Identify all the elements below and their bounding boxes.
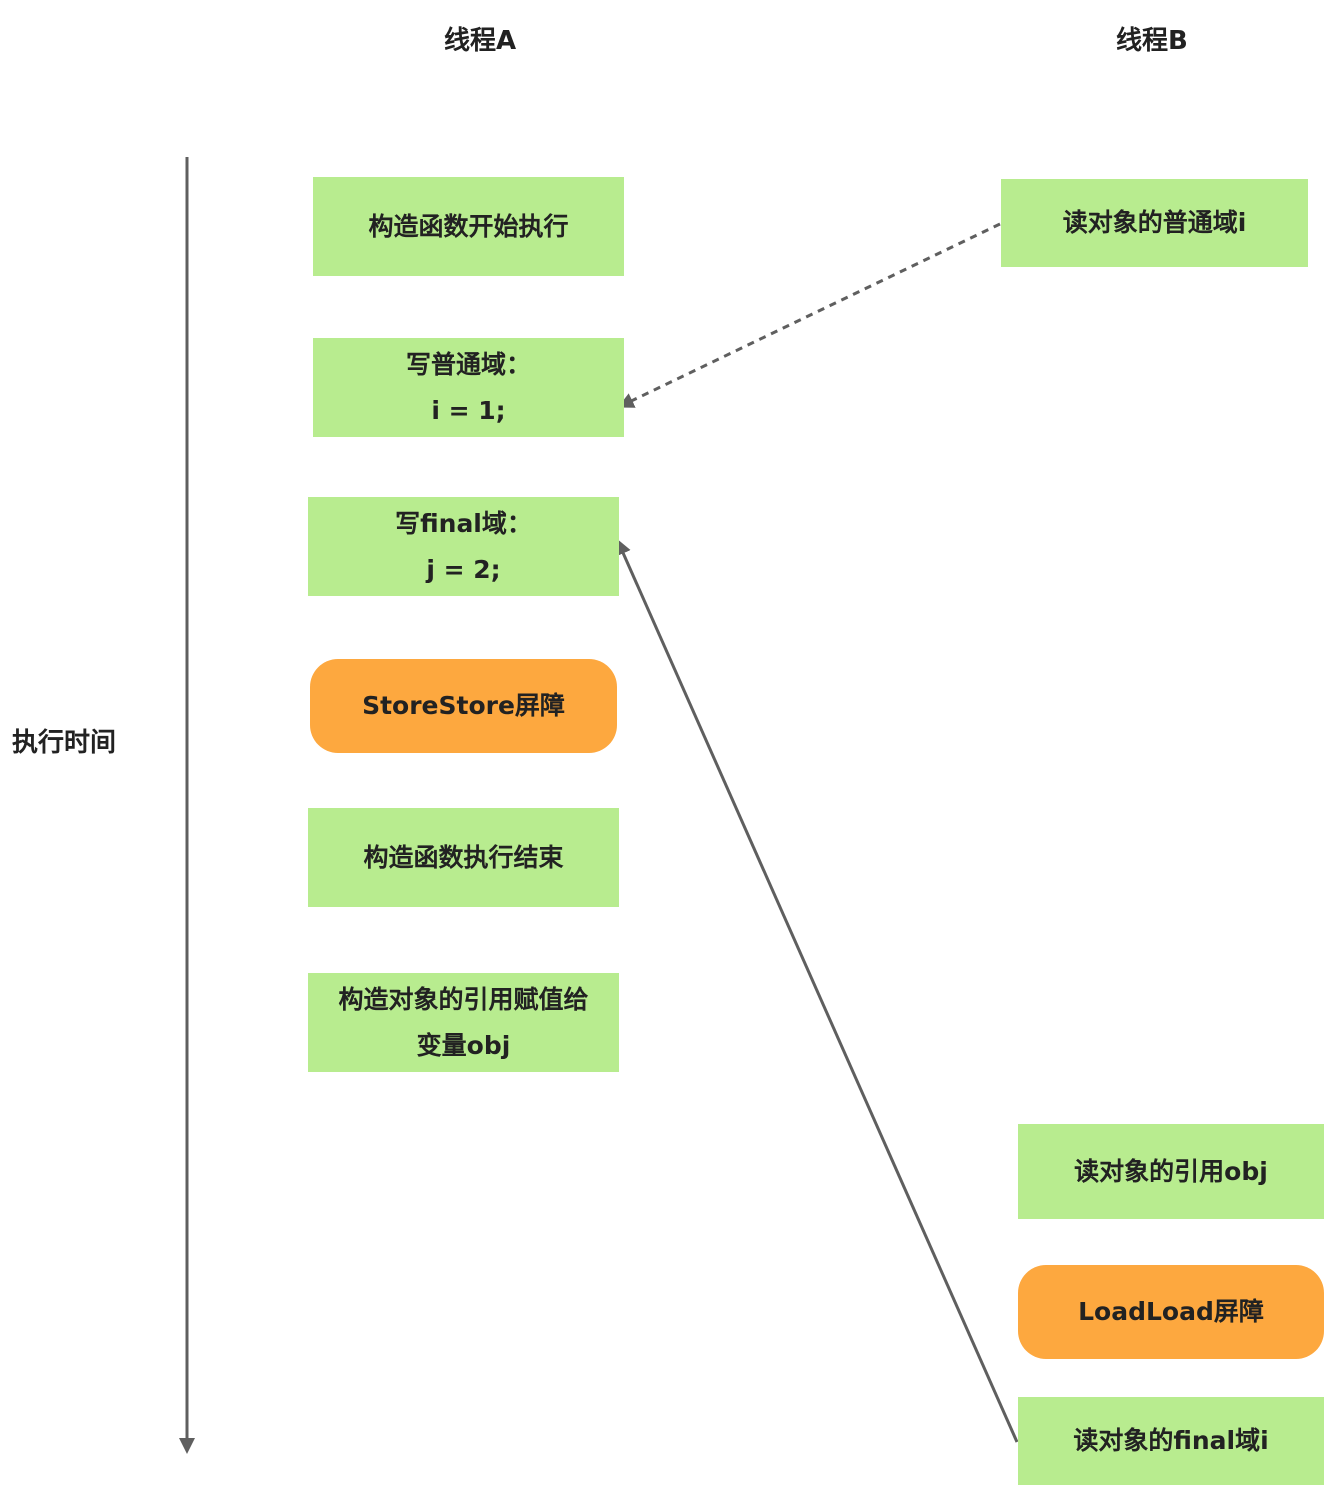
step-constructor-end-text: 构造函数执行结束 (363, 842, 564, 872)
step-read-final-field-text: 读对象的final域i (1073, 1426, 1269, 1455)
step-assign-reference-line2: 变量obj (416, 1030, 511, 1060)
step-read-final-field: 读对象的final域i (1018, 1397, 1324, 1485)
step-constructor-start: 构造函数开始执行 (313, 177, 624, 276)
loadload-barrier-text: LoadLoad屏障 (1078, 1297, 1264, 1326)
step-write-normal-field: 写普通域： i = 1; (313, 338, 624, 437)
step-write-final-field-line2: j = 2; (426, 554, 501, 584)
storestore-barrier-text: StoreStore屏障 (362, 691, 565, 720)
step-assign-reference-line1: 构造对象的引用赋值给 (338, 984, 589, 1014)
loadload-barrier: LoadLoad屏障 (1018, 1265, 1324, 1359)
step-write-final-field-line1: 写final域： (395, 508, 532, 538)
step-constructor-end: 构造函数执行结束 (308, 808, 619, 907)
step-assign-reference: 构造对象的引用赋值给 变量obj (308, 973, 619, 1072)
step-read-normal-field-text: 读对象的普通域i (1062, 208, 1247, 237)
storestore-barrier: StoreStore屏障 (310, 659, 617, 753)
step-write-normal-field-line1: 写普通域： (405, 349, 531, 379)
step-read-reference: 读对象的引用obj (1018, 1124, 1324, 1219)
thread-b-header: 线程B (1116, 26, 1188, 56)
step-read-normal-field: 读对象的普通域i (1001, 179, 1308, 267)
final-read-arrow (615, 538, 1019, 1443)
step-write-final-field: 写final域： j = 2; (308, 497, 619, 596)
step-constructor-start-text: 构造函数开始执行 (368, 211, 569, 241)
time-axis-label: 执行时间 (12, 728, 117, 758)
step-write-normal-field-line2: i = 1; (431, 395, 506, 425)
thread-a-header: 线程A (444, 26, 517, 56)
dashed-reorder-arrow (617, 222, 1001, 408)
step-read-reference-text: 读对象的引用obj (1074, 1156, 1268, 1186)
